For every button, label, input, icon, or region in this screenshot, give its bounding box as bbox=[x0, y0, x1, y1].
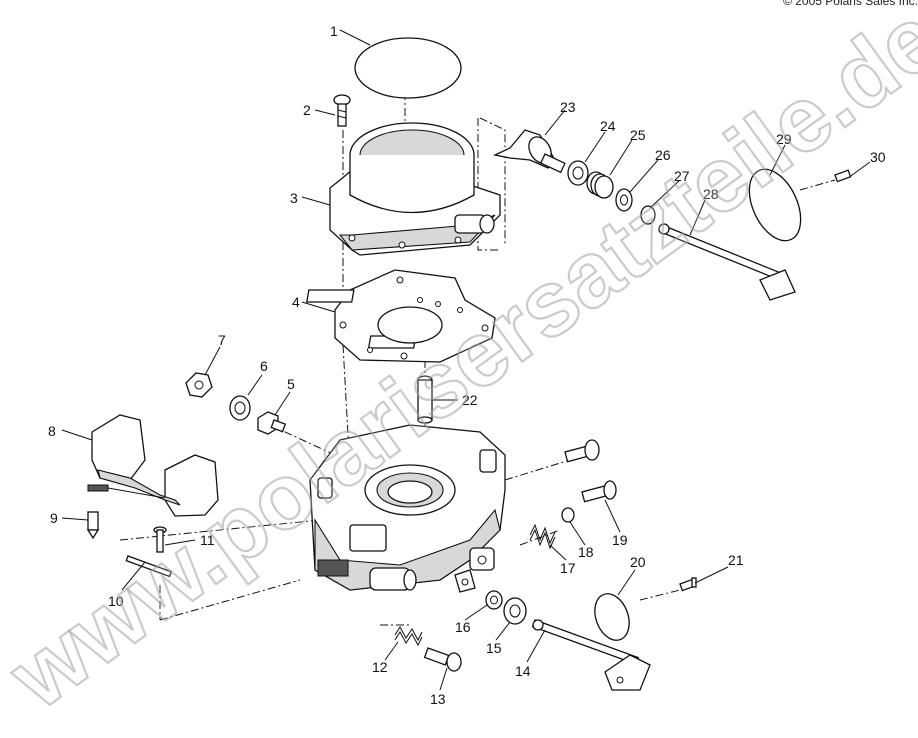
part-26-washer-hole bbox=[620, 194, 628, 206]
body-screw-upper bbox=[564, 439, 600, 463]
axis-line-pin-10 bbox=[119, 519, 321, 541]
callout-2: 2 bbox=[303, 102, 311, 118]
callout-8: 8 bbox=[48, 423, 56, 439]
part-8-float bbox=[87, 414, 219, 517]
axis-line-screw-upper bbox=[504, 459, 571, 481]
part-6-washer-hole bbox=[234, 401, 246, 415]
part-27-washer bbox=[640, 205, 656, 225]
part-17-spring bbox=[529, 523, 556, 550]
copyright-notice: © 2005 Polaris Sales Inc. bbox=[783, 0, 918, 8]
axis-line-screw-21 bbox=[639, 589, 681, 601]
part-3-top-cover bbox=[329, 122, 501, 256]
callout-7: 7 bbox=[218, 332, 226, 348]
callout-18: 18 bbox=[578, 544, 594, 560]
callout-27: 27 bbox=[674, 168, 690, 184]
part-24-washer-hole bbox=[572, 166, 584, 180]
callout-25: 25 bbox=[630, 127, 646, 143]
callout-3: 3 bbox=[290, 190, 298, 206]
callout-26: 26 bbox=[655, 147, 671, 163]
part-22-nozzle bbox=[417, 375, 433, 424]
part-18-washer bbox=[561, 507, 575, 523]
part-2-screw bbox=[333, 94, 351, 127]
part-20-throttle-plate bbox=[594, 593, 630, 641]
part-19-screw bbox=[581, 480, 617, 503]
part-16-washer-hole bbox=[490, 595, 498, 605]
callout-14: 14 bbox=[515, 663, 531, 679]
axis-bracket-right bbox=[479, 117, 506, 245]
callout-20: 20 bbox=[630, 554, 646, 570]
carburetor-body bbox=[309, 424, 506, 593]
axis-bracket-left bbox=[477, 118, 500, 251]
part-10-pin bbox=[125, 555, 173, 578]
callout-29: 29 bbox=[776, 131, 792, 147]
part-1-top-seal bbox=[354, 37, 462, 99]
callout-13: 13 bbox=[430, 691, 446, 707]
callout-23: 23 bbox=[560, 99, 576, 115]
part-23-lever bbox=[492, 129, 566, 174]
axis-line-screw-30 bbox=[799, 179, 836, 191]
callout-21: 21 bbox=[728, 552, 744, 568]
callout-9: 9 bbox=[50, 510, 58, 526]
part-21-screw bbox=[679, 577, 697, 592]
callout-5: 5 bbox=[287, 376, 295, 392]
callout-1: 1 bbox=[330, 23, 338, 39]
part-11-screw bbox=[153, 526, 167, 553]
part-15-bushing bbox=[503, 597, 527, 625]
part-4-gasket bbox=[305, 269, 496, 363]
callout-17: 17 bbox=[560, 560, 576, 576]
callout-19: 19 bbox=[612, 532, 628, 548]
part-5-screw bbox=[257, 411, 287, 435]
callout-24: 24 bbox=[600, 118, 616, 134]
part-25-spring bbox=[586, 171, 614, 199]
callout-16: 16 bbox=[455, 619, 471, 635]
callout-10: 10 bbox=[108, 593, 124, 609]
callout-4: 4 bbox=[292, 294, 300, 310]
axis-line-bottom-left bbox=[159, 579, 301, 621]
callout-6: 6 bbox=[260, 358, 268, 374]
part-28-choke-shaft bbox=[658, 223, 796, 301]
callout-11: 11 bbox=[200, 532, 215, 548]
part-13-screw bbox=[423, 647, 462, 672]
part-30-screw bbox=[834, 169, 852, 183]
part-12-spring bbox=[394, 626, 423, 647]
callout-30: 30 bbox=[870, 149, 886, 165]
callout-22: 22 bbox=[462, 392, 478, 408]
callout-28: 28 bbox=[703, 186, 719, 202]
part-9-needle bbox=[86, 511, 100, 540]
part-14-throttle-shaft bbox=[531, 619, 651, 691]
callout-numbers: 1 2 3 4 5 6 7 8 9 10 11 12 13 14 15 16 1… bbox=[48, 23, 886, 707]
axis-line-spring-17 bbox=[519, 529, 561, 546]
callout-12: 12 bbox=[372, 659, 388, 675]
part-29-choke-plate bbox=[748, 168, 802, 242]
axis-line-left-lower bbox=[342, 344, 351, 471]
callout-15: 15 bbox=[486, 640, 502, 656]
leader-lines bbox=[61, 29, 871, 691]
part-7-nut bbox=[185, 372, 213, 398]
